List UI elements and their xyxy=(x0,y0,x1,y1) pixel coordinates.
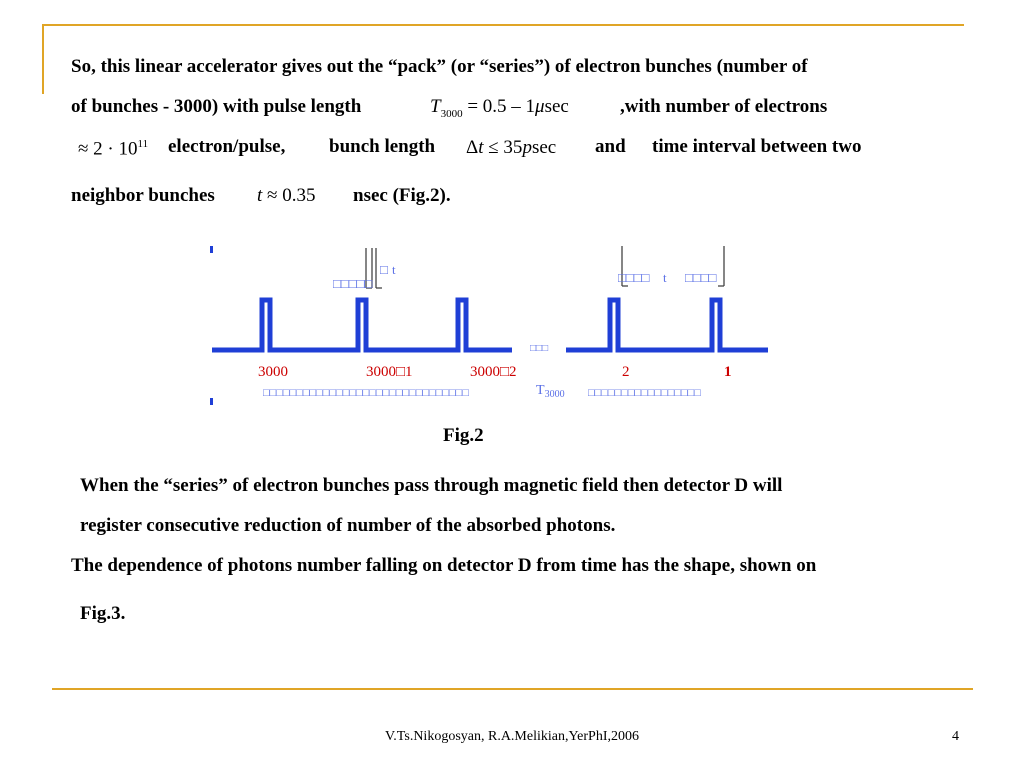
para1-line2b: ,with number of electrons xyxy=(620,96,828,117)
accent-vertical-bar xyxy=(42,24,44,94)
pulse-length-formula: T3000 = 0.5 – 1μsec xyxy=(430,96,569,120)
interval-bracket-left xyxy=(365,248,382,289)
formula-symbol: p xyxy=(522,137,532,158)
pulse-label-3000-2: 3000□2 xyxy=(470,364,517,380)
formula-exponent: 11 xyxy=(137,138,149,150)
pulse-label-1: 1 xyxy=(724,364,732,380)
period-symbol: T xyxy=(536,383,545,398)
pulse-label-3000: 3000 xyxy=(258,364,288,380)
electron-count-formula: ≈ 2 · 1011 xyxy=(78,138,148,160)
figure-caption: Fig.2 xyxy=(443,425,484,446)
top-dot xyxy=(210,246,213,253)
placeholder-right-b: □□□□ xyxy=(685,270,717,285)
formula-text: ≤ 35 xyxy=(483,137,523,158)
bunch-length-formula: Δt ≤ 35psec xyxy=(466,137,556,159)
box-t-label: □ xyxy=(380,262,388,277)
top-divider xyxy=(42,24,964,26)
bottom-placeholder-left: □□□□□□□□□□□□□□□□□□□□□□□□□□□□□□□ xyxy=(263,387,469,399)
para1-line4a: neighbor bunches xyxy=(71,185,215,206)
formula-unit: sec xyxy=(544,96,569,117)
para1-line3b: bunch length xyxy=(329,136,436,157)
period-subscript: 3000 xyxy=(545,389,565,400)
interval-formula: t ≈ 0.35 xyxy=(257,185,315,207)
placeholder-left: □□□□□ xyxy=(333,276,372,291)
ellipsis-dots: □□□ xyxy=(530,343,548,354)
pulse-label-2: 2 xyxy=(622,364,630,380)
para1-line1: So, this linear accelerator gives out th… xyxy=(71,56,808,77)
formula-symbol: t xyxy=(257,185,263,206)
para1-line2a: of bunches - 3000) with pulse length xyxy=(71,96,362,117)
bottom-placeholder-right: □□□□□□□□□□□□□□□□□ xyxy=(588,387,701,399)
pulse-train-right xyxy=(566,297,768,353)
pulse-train-left xyxy=(212,297,512,353)
bottom-dot xyxy=(210,398,213,405)
interval-bracket-right xyxy=(621,246,725,287)
para2-line1: When the “series” of electron bunches pa… xyxy=(80,475,783,496)
page-number: 4 xyxy=(952,729,959,744)
pulse-train-figure: □ t □□□□□ □□□□ t □□□□ □□□ 3000 3000□1 30… xyxy=(210,246,768,405)
formula-symbol: μ xyxy=(535,96,545,117)
t-label-right: t xyxy=(663,270,667,285)
formula-text: = 0.5 – 1 xyxy=(462,96,536,117)
footer-divider xyxy=(52,688,973,690)
formula-unit: sec xyxy=(531,137,557,158)
para1-line4b: nsec (Fig.2). xyxy=(353,185,451,206)
formula-text: ≈ 0.35 xyxy=(262,185,316,206)
para2-line3: The dependence of photons number falling… xyxy=(71,555,817,576)
para1-line3a: electron/pulse, xyxy=(168,136,286,157)
formula-subscript: 3000 xyxy=(440,107,463,120)
pulse-label-3000-1: 3000□1 xyxy=(366,364,413,380)
para2-line4: Fig.3. xyxy=(80,603,126,624)
formula-symbol: T xyxy=(430,96,441,117)
period-label: T3000 xyxy=(536,383,565,400)
para1-line3c: and xyxy=(595,136,626,157)
placeholder-right-a: □□□□ xyxy=(618,270,650,285)
formula-symbol: Δ xyxy=(466,137,479,158)
t-label-left: t xyxy=(392,262,396,277)
formula-text: ≈ 2 · 10 xyxy=(78,138,138,160)
footer-credit: V.Ts.Nikogosyan, R.A.Melikian,YerPhI,200… xyxy=(384,729,640,744)
formula-symbol: t xyxy=(478,137,484,158)
para2-line2: register consecutive reduction of number… xyxy=(80,515,616,536)
para1-line3d: time interval between two xyxy=(652,136,862,157)
